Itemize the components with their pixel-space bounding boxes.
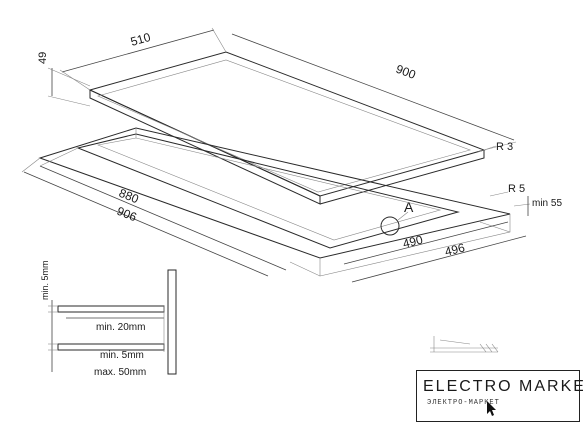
label-max50mm: max. 50mm	[94, 367, 146, 378]
label-detail-a: A	[404, 199, 414, 215]
worktop-cutout	[38, 127, 511, 277]
label-906: 906	[115, 204, 139, 225]
dim-880-906: 880 906	[21, 147, 287, 277]
dim-49: 49	[37, 52, 91, 107]
label-min20mm: min. 20mm	[96, 322, 145, 333]
label-min5mm: min. 5mm	[100, 350, 144, 361]
hob-top-plate	[88, 51, 486, 205]
label-49: 49	[37, 52, 49, 64]
brand-logo: ELECTRO MARKET ЭЛЕКТРО-МАРКЕТ	[416, 370, 583, 422]
dim-900: 900	[231, 33, 517, 151]
label-900: 900	[394, 62, 418, 82]
dim-r3: R 3	[477, 141, 513, 153]
dim-r5-min55: R 5 min 55	[489, 183, 562, 216]
label-490: 490	[401, 232, 424, 251]
brand-name: ELECTRO MARKET	[423, 378, 583, 395]
label-496: 496	[443, 240, 466, 259]
label-r3: R 3	[496, 141, 513, 153]
install-section: min. 20mm min. 5mm max. 50mm min. 5mm	[40, 260, 177, 378]
label-min55: min 55	[532, 198, 562, 209]
label-r5: R 5	[508, 183, 525, 195]
label-min5mm-top: min. 5mm	[40, 260, 50, 300]
dim-490-496: 490 496	[343, 221, 527, 283]
dim-510: 510	[59, 27, 227, 91]
detail-a-marker: A	[380, 199, 414, 236]
edge-detail	[430, 336, 499, 353]
label-510: 510	[129, 30, 152, 49]
cursor-icon	[487, 401, 496, 416]
brand-tagline: ЭЛЕКТРО-МАРКЕТ	[427, 399, 500, 407]
